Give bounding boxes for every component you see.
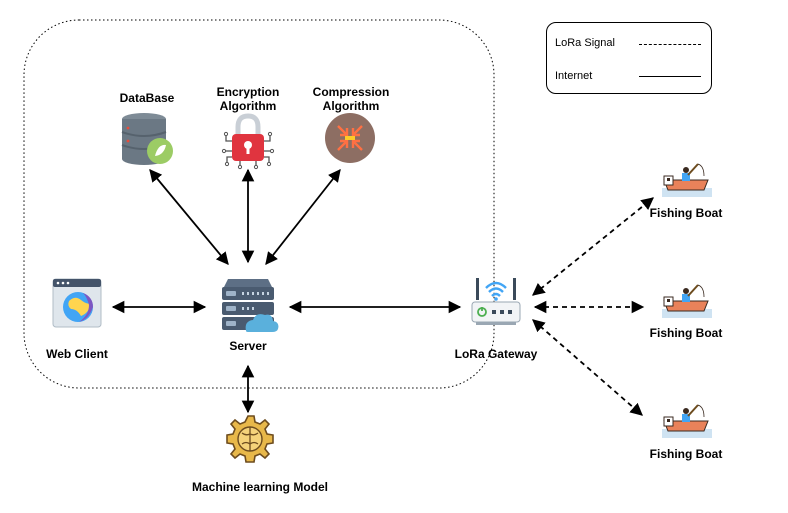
- boat1-label: Fishing Boat: [649, 206, 723, 220]
- legend: LoRa Signal Internet: [546, 22, 712, 94]
- boat3-label: Fishing Boat: [649, 447, 723, 461]
- server-boundary: [23, 19, 495, 389]
- fishing-boat-icon-1: [662, 163, 712, 197]
- compression-icon: [325, 113, 375, 163]
- fishing-boat-icon-3: [662, 404, 712, 438]
- lora-link-boat3: [532, 319, 643, 416]
- web-client-icon: [52, 278, 102, 328]
- fishing-boat-icon-2: [662, 284, 712, 318]
- compression-label-line1: Compression: [312, 85, 390, 99]
- brain-gear-icon: [226, 415, 274, 463]
- database-icon: [121, 113, 173, 165]
- lora-gateway-label: LoRa Gateway: [454, 347, 538, 361]
- server-label: Server: [229, 339, 267, 353]
- legend-internet-label: Internet: [555, 70, 593, 82]
- link-server-database: [149, 169, 229, 265]
- boat2-label: Fishing Boat: [649, 326, 723, 340]
- server-icon: [222, 279, 279, 332]
- web-client-label: Web Client: [46, 347, 108, 361]
- ml-model-label: Machine learning Model: [191, 480, 329, 494]
- database-label: DataBase: [119, 91, 175, 105]
- encryption-label-line2: Algorithm: [219, 99, 277, 113]
- compression-label-line2: Algorithm: [322, 99, 380, 113]
- link-server-compression: [265, 169, 341, 265]
- router-icon: [471, 278, 521, 325]
- encryption-label-line1: Encryption: [216, 85, 280, 99]
- legend-internet-solid-line: [639, 76, 701, 77]
- lock-icon: [221, 113, 275, 170]
- legend-lora-label: LoRa Signal: [555, 37, 615, 49]
- legend-lora-dashed-line: [639, 44, 701, 45]
- lora-link-boat1: [532, 197, 654, 296]
